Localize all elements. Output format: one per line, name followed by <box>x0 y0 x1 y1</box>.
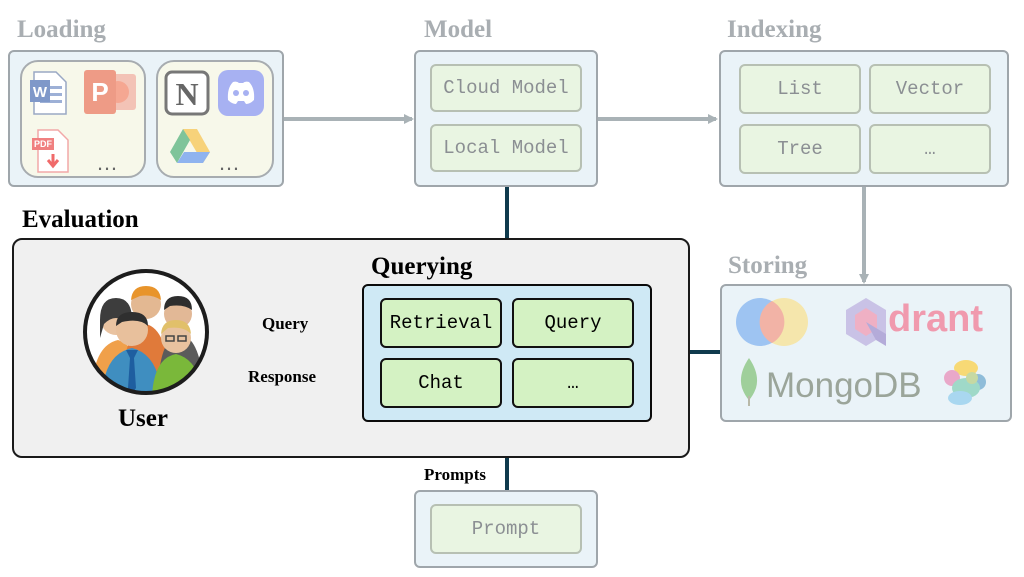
mongodb-leaf-icon <box>740 358 758 406</box>
documents-group: W P PDF … <box>20 60 146 178</box>
local-model-box: Local Model <box>430 124 582 172</box>
vector-index-box: Vector <box>869 64 991 114</box>
user-label: User <box>118 405 168 432</box>
more-index-box: … <box>869 124 991 174</box>
google-drive-icon <box>170 129 210 163</box>
pdf-icon: PDF <box>32 129 69 173</box>
documents-ellipsis: … <box>96 150 118 175</box>
mongodb-text: MongoDB <box>766 366 922 405</box>
storing-panel: drant MongoDB <box>720 284 1012 422</box>
svg-text:N: N <box>175 76 198 112</box>
indexing-panel: List Vector Tree … <box>719 50 1009 187</box>
prompt-panel: Prompt <box>414 490 598 568</box>
model-panel: Cloud Model Local Model <box>414 50 598 187</box>
word-doc-icon: W <box>30 71 67 115</box>
indexing-title: Indexing <box>727 16 822 43</box>
list-index-box: List <box>739 64 861 114</box>
prompts-arrow-label: Prompts <box>424 465 487 484</box>
powerpoint-icon: P <box>84 70 136 114</box>
elastic-logo <box>944 360 986 405</box>
user-group-avatar <box>83 269 209 395</box>
notion-icon: N <box>164 70 210 116</box>
querying-title: Querying <box>371 253 473 280</box>
query-arrow-label: Query <box>262 314 309 333</box>
apps-ellipsis: … <box>218 150 240 175</box>
evaluation-title: Evaluation <box>22 206 139 233</box>
querying-panel: Retrieval Query Chat … <box>362 284 652 422</box>
response-arrow-label: Response <box>248 367 317 386</box>
discord-icon <box>218 70 264 116</box>
more-query-box: … <box>512 358 634 408</box>
prompt-box: Prompt <box>430 504 582 554</box>
svg-text:PDF: PDF <box>34 139 53 149</box>
retrieval-box: Retrieval <box>380 298 502 348</box>
svg-text:P: P <box>91 77 108 107</box>
chat-box: Chat <box>380 358 502 408</box>
loading-panel: W P PDF … N <box>8 50 284 187</box>
overlapping-circles-logo <box>736 298 808 346</box>
model-title: Model <box>424 16 493 43</box>
query-box: Query <box>512 298 634 348</box>
apps-group: N … <box>156 60 274 178</box>
loading-title: Loading <box>17 16 106 43</box>
qdrant-logo <box>846 298 886 346</box>
tree-index-box: Tree <box>739 124 861 174</box>
cloud-model-box: Cloud Model <box>430 64 582 112</box>
svg-text:W: W <box>33 84 48 101</box>
storing-title: Storing <box>728 252 808 279</box>
qdrant-text: drant <box>888 298 983 340</box>
